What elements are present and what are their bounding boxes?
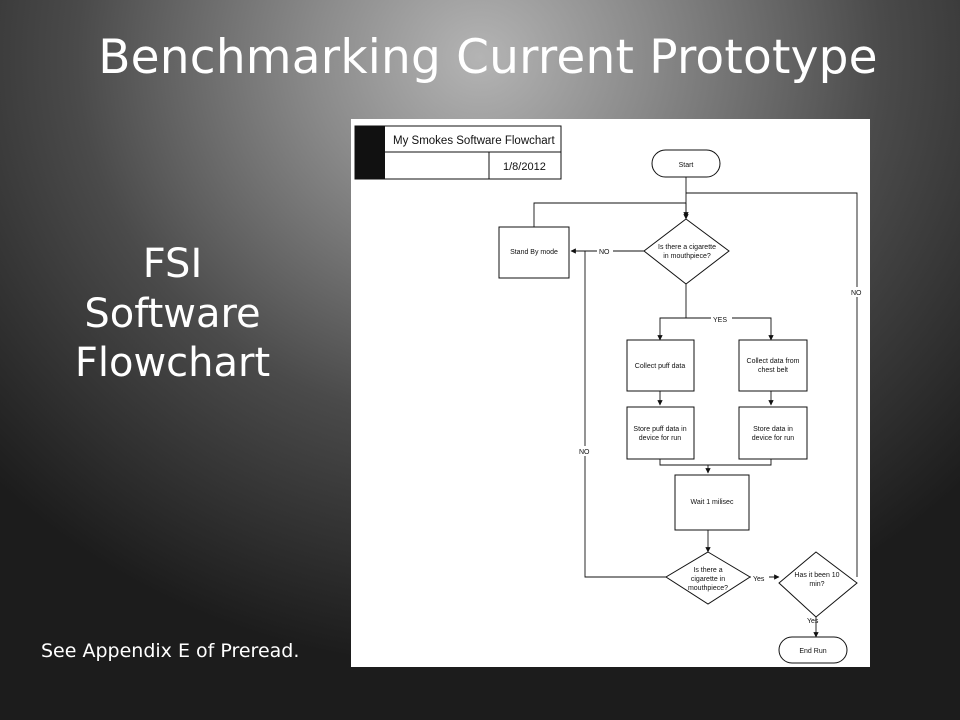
store-puff-label-1: Store puff data in (633, 426, 686, 433)
no-left-label: NO (579, 449, 590, 456)
yes-mid-label: Yes (753, 576, 765, 583)
flowchart-title: My Smokes Software Flowchart (393, 135, 555, 147)
flowchart-connector-labels: NO YES NO NO Yes Yes (577, 246, 865, 625)
decision-cigarette-label-1: Is there a cigarette (658, 244, 716, 251)
side-heading-line-3: Flowchart (74, 340, 271, 387)
decision-cigarette-node (643, 218, 730, 285)
decision-cigarette-2-label-2: cigarette in (691, 576, 725, 583)
wait-node (674, 474, 750, 531)
start-node (651, 149, 721, 178)
flowchart-panel: My Smokes Software Flowchart 1/8/2012 (351, 119, 870, 667)
slide-title: Benchmarking Current Prototype (98, 30, 878, 85)
decision-cigarette-label-2: in mouthpiece? (663, 253, 711, 260)
standby-node (498, 226, 570, 279)
yes-bottom-label: Yes (807, 618, 819, 625)
decision-cigarette-2-node (665, 551, 751, 605)
yes-split-label: YES (713, 317, 727, 324)
decision-10min-label-1: Has it been 10 (794, 572, 839, 579)
flowchart-nodes (498, 149, 858, 664)
end-label: End Run (799, 648, 826, 655)
no-right-label: NO (851, 290, 862, 297)
decision-cigarette-2-label-3: mouthpiece? (688, 585, 728, 592)
collect-puff-node (626, 339, 695, 392)
collect-chest-node (738, 339, 808, 392)
flowchart-diagram: My Smokes Software Flowchart 1/8/2012 (354, 125, 865, 664)
no-standby-label: NO (599, 249, 610, 256)
side-heading-line-1: FSI (142, 241, 203, 287)
wait-label: Wait 1 milisec (691, 499, 734, 506)
store-chest-label-1: Store data in (753, 426, 793, 433)
collect-puff-label: Collect puff data (635, 363, 686, 370)
store-chest-node (738, 406, 808, 460)
decision-cigarette-2-label-1: Is there a (693, 567, 722, 574)
standby-label: Stand By mode (510, 249, 558, 256)
store-puff-label-2: device for run (639, 435, 682, 442)
flowchart-node-labels: Start Is there a cigarette in mouthpiece… (510, 162, 840, 655)
side-heading-line-2: Software (84, 290, 261, 337)
start-label: Start (679, 162, 694, 169)
end-node (778, 636, 848, 664)
flowchart-title-block: My Smokes Software Flowchart 1/8/2012 (354, 125, 562, 180)
decision-10min-node (778, 551, 858, 618)
store-chest-label-2: device for run (752, 435, 795, 442)
collect-chest-label-2: chest belt (758, 367, 788, 374)
decision-10min-label-2: min? (809, 581, 824, 588)
store-puff-node (626, 406, 695, 460)
footnote: See Appendix E of Preread. (41, 640, 300, 662)
collect-chest-label-1: Collect data from (747, 358, 800, 365)
flowchart-date: 1/8/2012 (503, 161, 546, 173)
side-heading: FSI Software Flowchart (30, 240, 315, 389)
